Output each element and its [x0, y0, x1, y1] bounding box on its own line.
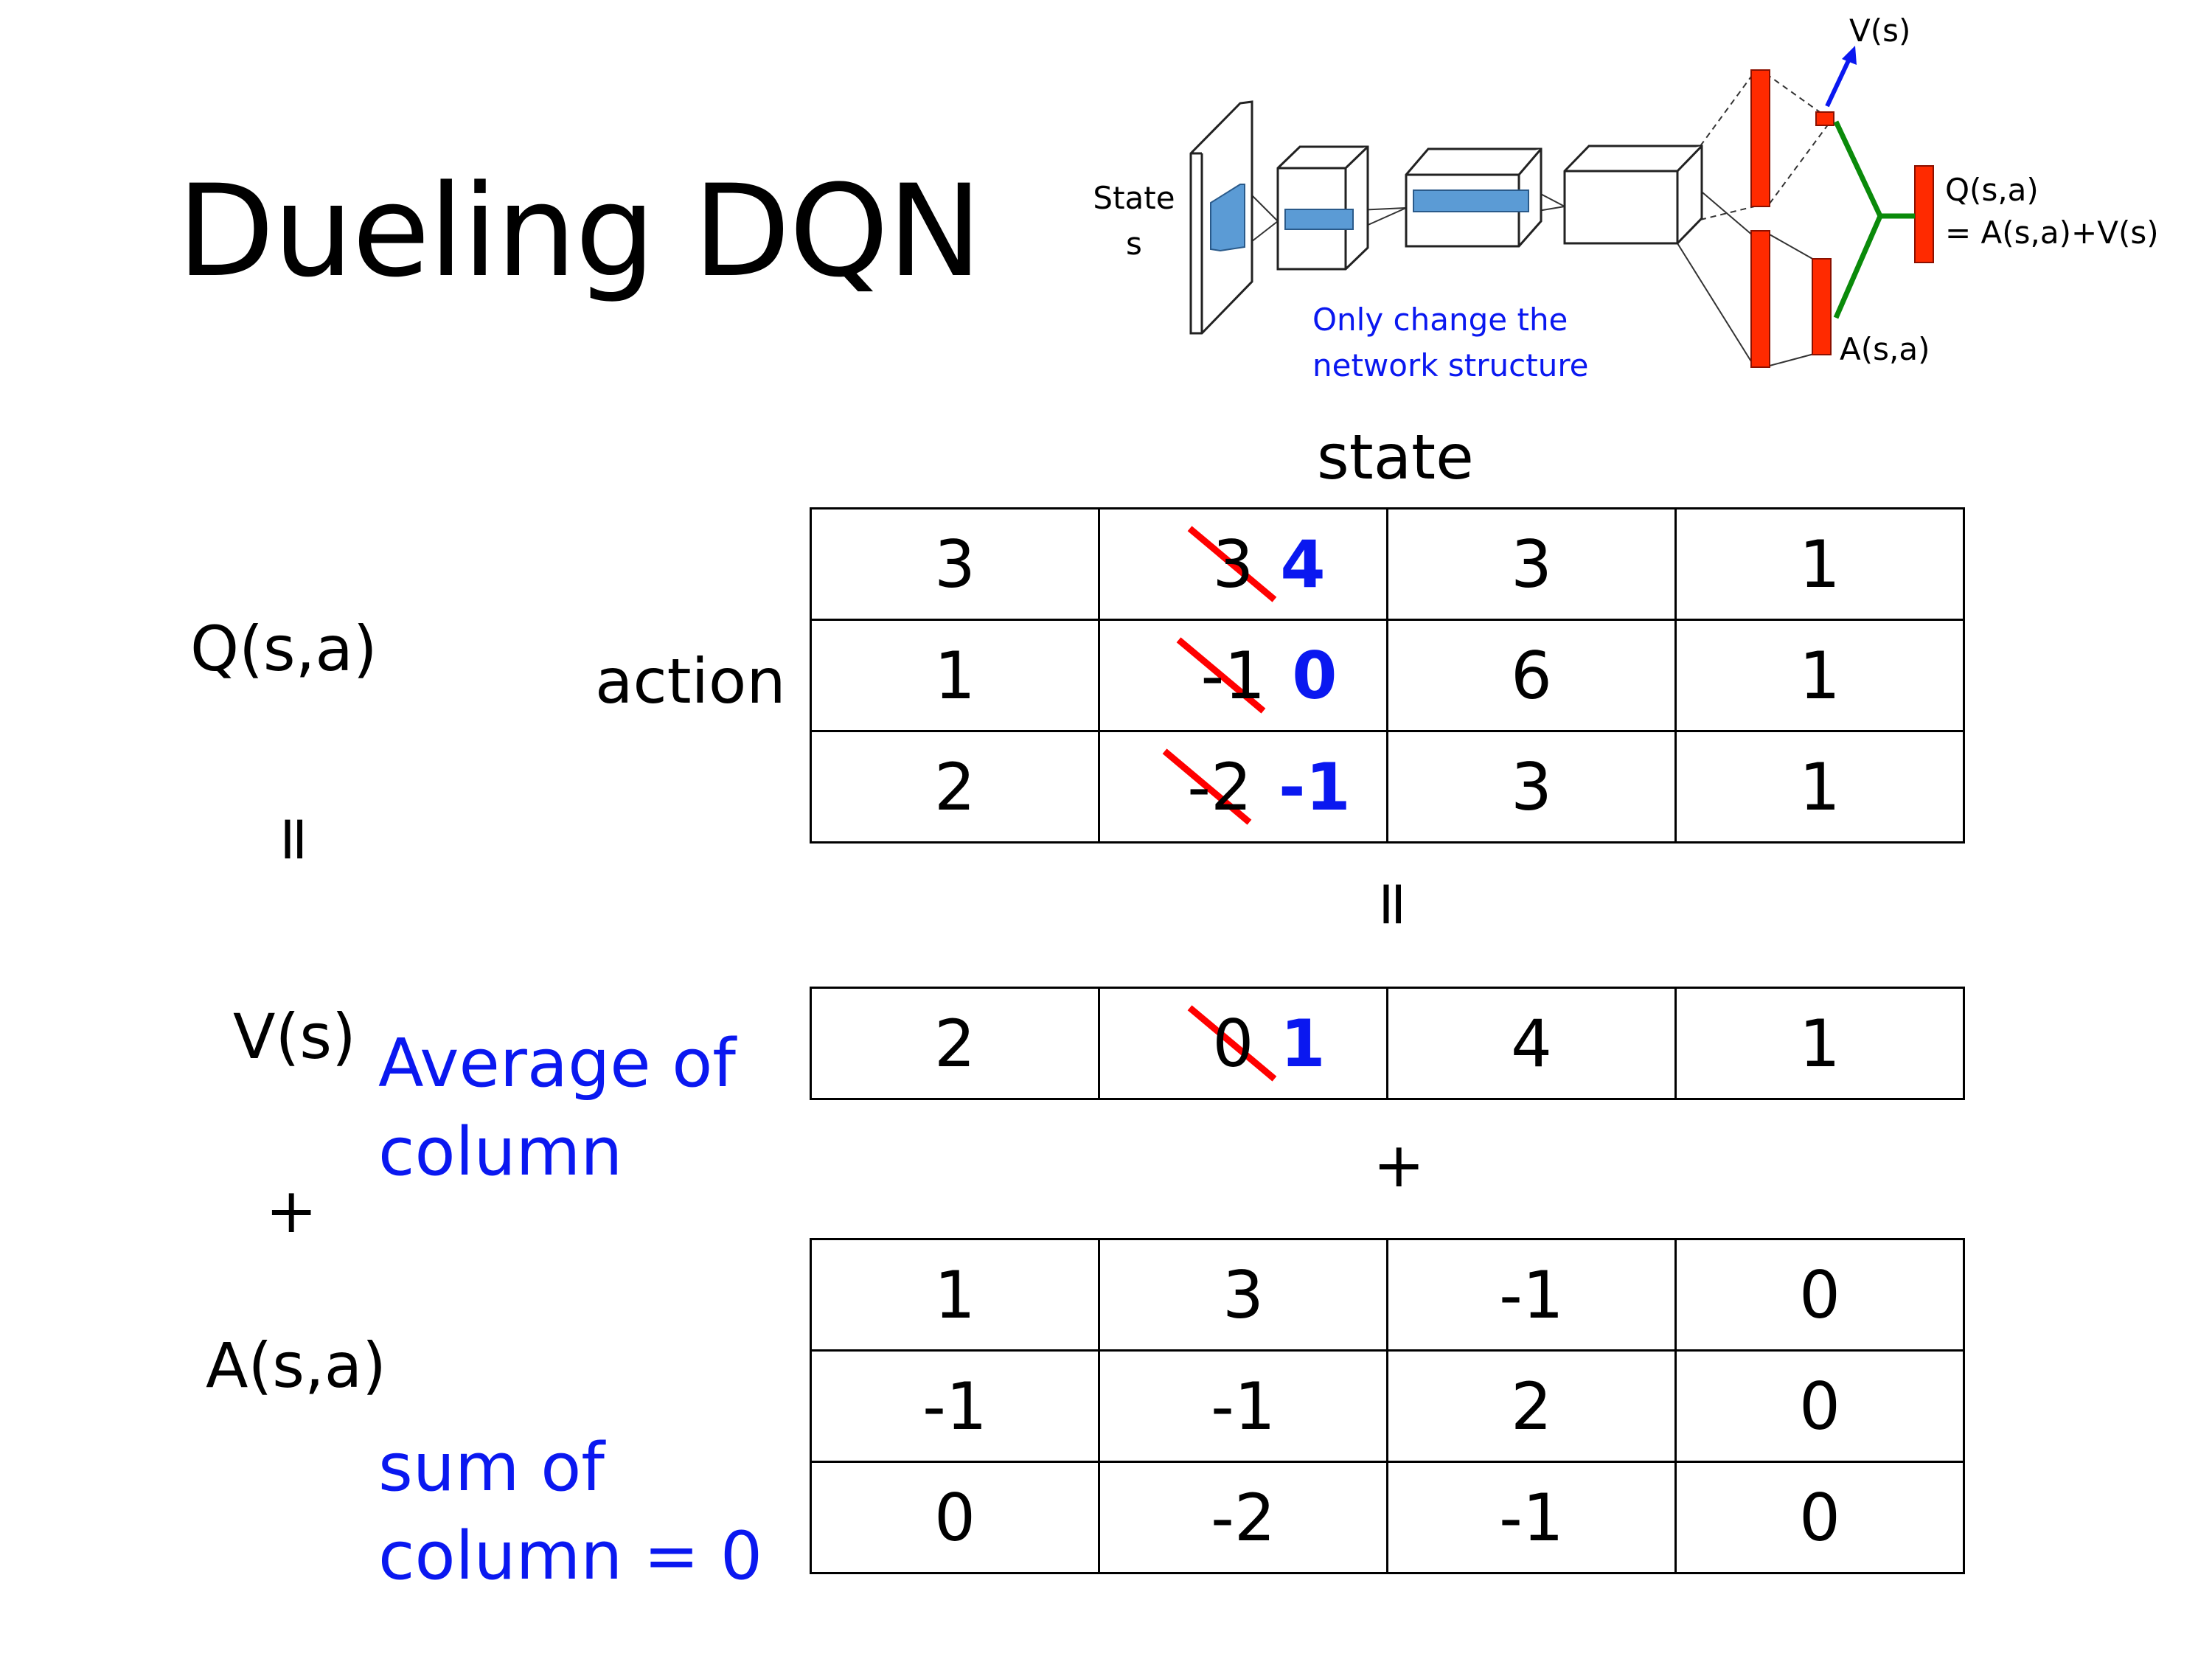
table-cell: 6 — [1386, 619, 1677, 732]
connector-line — [1700, 202, 1770, 220]
v-note-line-1: Average of — [378, 1025, 736, 1102]
table-cell: 1 — [1674, 507, 1965, 621]
connector-line — [1769, 353, 1815, 366]
corrected-value: 4 — [1280, 526, 1326, 602]
equals-sign-middle: = — [1358, 877, 1431, 931]
v-output-label: V(s) — [1849, 13, 1910, 49]
table-cell: 3 — [1098, 1238, 1388, 1352]
table-cell: -1 — [1386, 1461, 1677, 1574]
fc-advantage-stream — [1750, 230, 1770, 368]
equals-sign-left: = — [260, 813, 333, 866]
table-cell: 3 — [1386, 507, 1677, 621]
connector-line — [1700, 71, 1756, 147]
q-label: Q(s,a) — [190, 613, 378, 685]
connector-line — [1765, 73, 1820, 113]
network-diagram: V(s) Q(s,a) = A(s,a)+V(s) A(s,a) State s… — [1093, 13, 2159, 383]
filter-block — [1413, 189, 1529, 212]
struck-value: -2 — [1187, 748, 1252, 825]
struck-value: 0 — [1212, 1005, 1254, 1082]
q-output — [1914, 165, 1934, 263]
state-axis-label: state — [1317, 421, 1474, 493]
struck-value: -1 — [1200, 637, 1266, 714]
slide-title: Dueling DQN — [177, 157, 982, 305]
table-cell: -1 — [1386, 1238, 1677, 1352]
state-input-label: State — [1093, 180, 1175, 216]
table-cell: 2 — [810, 730, 1100, 844]
filter-block — [1210, 184, 1245, 252]
note-line-1: Only change the — [1312, 302, 1568, 338]
table-cell: 0 — [810, 1461, 1100, 1574]
value-output — [1815, 111, 1834, 126]
v-arrow-icon — [1825, 46, 1857, 108]
table-cell: 3 — [1386, 730, 1677, 844]
table-cell: -1 — [810, 1349, 1100, 1463]
plus-sign-middle: + — [1373, 1129, 1425, 1201]
corrected-value: 0 — [1292, 637, 1338, 714]
connector-line — [1769, 123, 1829, 204]
advantage-output — [1812, 258, 1832, 355]
table-cell: -2 -1 — [1098, 730, 1388, 844]
table-cell: 0 — [1674, 1461, 1965, 1574]
corrected-value: -1 — [1278, 748, 1351, 825]
table-cell: 2 — [810, 987, 1100, 1100]
table-cell: 3 — [810, 507, 1100, 621]
q-formula-label: = A(s,a)+V(s) — [1945, 215, 2159, 251]
table-cell: -1 — [1098, 1349, 1388, 1463]
table-cell: 1 — [1674, 730, 1965, 844]
state-var-label: s — [1126, 226, 1142, 262]
connector-line — [1677, 243, 1754, 366]
table-cell: 1 — [810, 1238, 1100, 1352]
table-cell: 2 — [1386, 1349, 1677, 1463]
q-output-label: Q(s,a) — [1945, 172, 2039, 208]
table-cell: 1 — [1674, 987, 1965, 1100]
a-note-line-2: column = 0 — [378, 1517, 763, 1595]
table-cell: 1 — [1674, 619, 1965, 732]
v-label: V(s) — [233, 1001, 356, 1073]
table-cell: -1 0 — [1098, 619, 1388, 732]
a-label: A(s,a) — [206, 1329, 386, 1402]
v-note-line-2: column — [378, 1113, 623, 1191]
a-output-label: A(s,a) — [1840, 331, 1930, 367]
a-note-line-1: sum of — [378, 1429, 605, 1506]
table-cell: 4 — [1386, 987, 1677, 1100]
struck-value: 3 — [1212, 526, 1254, 602]
merge-lines — [1833, 120, 1915, 319]
table-cell: 1 — [810, 619, 1100, 732]
action-axis-label: action — [595, 645, 786, 717]
table-cell: 0 — [1674, 1238, 1965, 1352]
note-line-2: network structure — [1312, 347, 1589, 383]
filter-block — [1284, 209, 1354, 230]
corrected-value: 1 — [1280, 1005, 1326, 1082]
fc-value-stream — [1750, 69, 1770, 207]
table-cell: 0 — [1674, 1349, 1965, 1463]
connector-line — [1769, 234, 1815, 260]
table-cell: -2 — [1098, 1461, 1388, 1574]
plus-sign-left: + — [265, 1175, 318, 1247]
